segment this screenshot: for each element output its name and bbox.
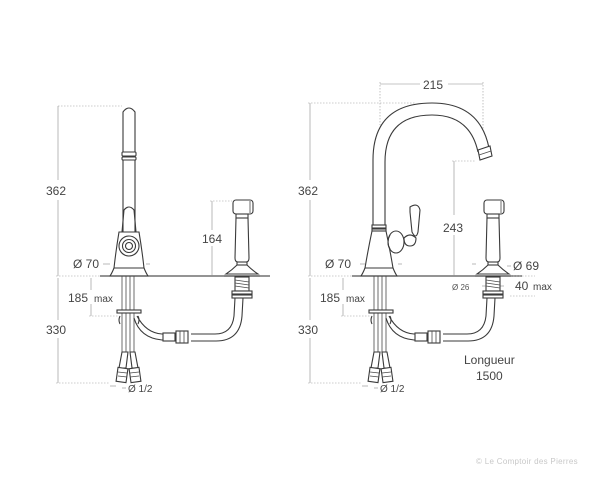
dim-spray-hole-diameter: Ø 26 [452,283,504,292]
dim-pipe-length: 330 [46,278,110,384]
dim-spout-reach: 215 [379,78,484,130]
right-mixer [359,102,496,384]
hose-length: 1500 [476,369,503,383]
dim-pipe-length-right: 330 [298,278,362,384]
label-362-left: 362 [46,184,66,198]
label-185-right: 185 [320,291,340,305]
dim-under-deck: 185 max [68,278,118,317]
label-half-inch-left: Ø 1/2 [128,384,153,395]
dim-spray-base-diameter: Ø 69 [472,259,539,273]
label-d70-left: Ø 70 [73,257,99,271]
label-d26: Ø 26 [452,283,470,292]
left-view: 362 330 185 max Ø 70 Ø 1/2 [46,105,270,395]
dim-spout-clearance: 243 [443,160,476,276]
dim-connection-left: Ø 1/2 [110,384,153,395]
left-mixer [108,107,244,384]
dim-total-height-right: 362 [298,102,415,277]
left-connectors [115,351,142,384]
label-330-left: 330 [46,323,66,337]
dim-spray-thickness: 40 max [510,275,552,297]
label-362-right: 362 [298,184,318,198]
label-164: 164 [202,232,222,246]
hose-label: Longueur [464,353,515,367]
label-max-40: max [533,282,552,293]
right-view: 215 362 243 330 185 [298,78,552,395]
label-max-left: max [94,294,113,305]
label-40: 40 [515,279,529,293]
label-d70-right: Ø 70 [325,257,351,271]
right-connectors [367,351,394,384]
label-d69: Ø 69 [513,259,539,273]
dim-connection-right: Ø 1/2 [362,384,405,395]
left-side-spray [224,199,260,299]
label-215: 215 [423,78,443,92]
label-243: 243 [443,221,463,235]
right-side-spray [475,199,511,299]
label-330-right: 330 [298,323,318,337]
dim-base-diameter-right: Ø 70 [325,257,402,271]
dim-under-deck-right: 185 max [320,278,370,317]
label-185-left: 185 [68,291,88,305]
label-max-right: max [346,294,365,305]
dim-spray-height-left: 164 [202,200,232,276]
dim-base-diameter-left: Ø 70 [73,257,150,271]
label-half-inch-right: Ø 1/2 [380,384,405,395]
watermark: © Le Comptoir des Pierres [476,457,578,466]
dim-total-height: 362 [46,105,122,277]
